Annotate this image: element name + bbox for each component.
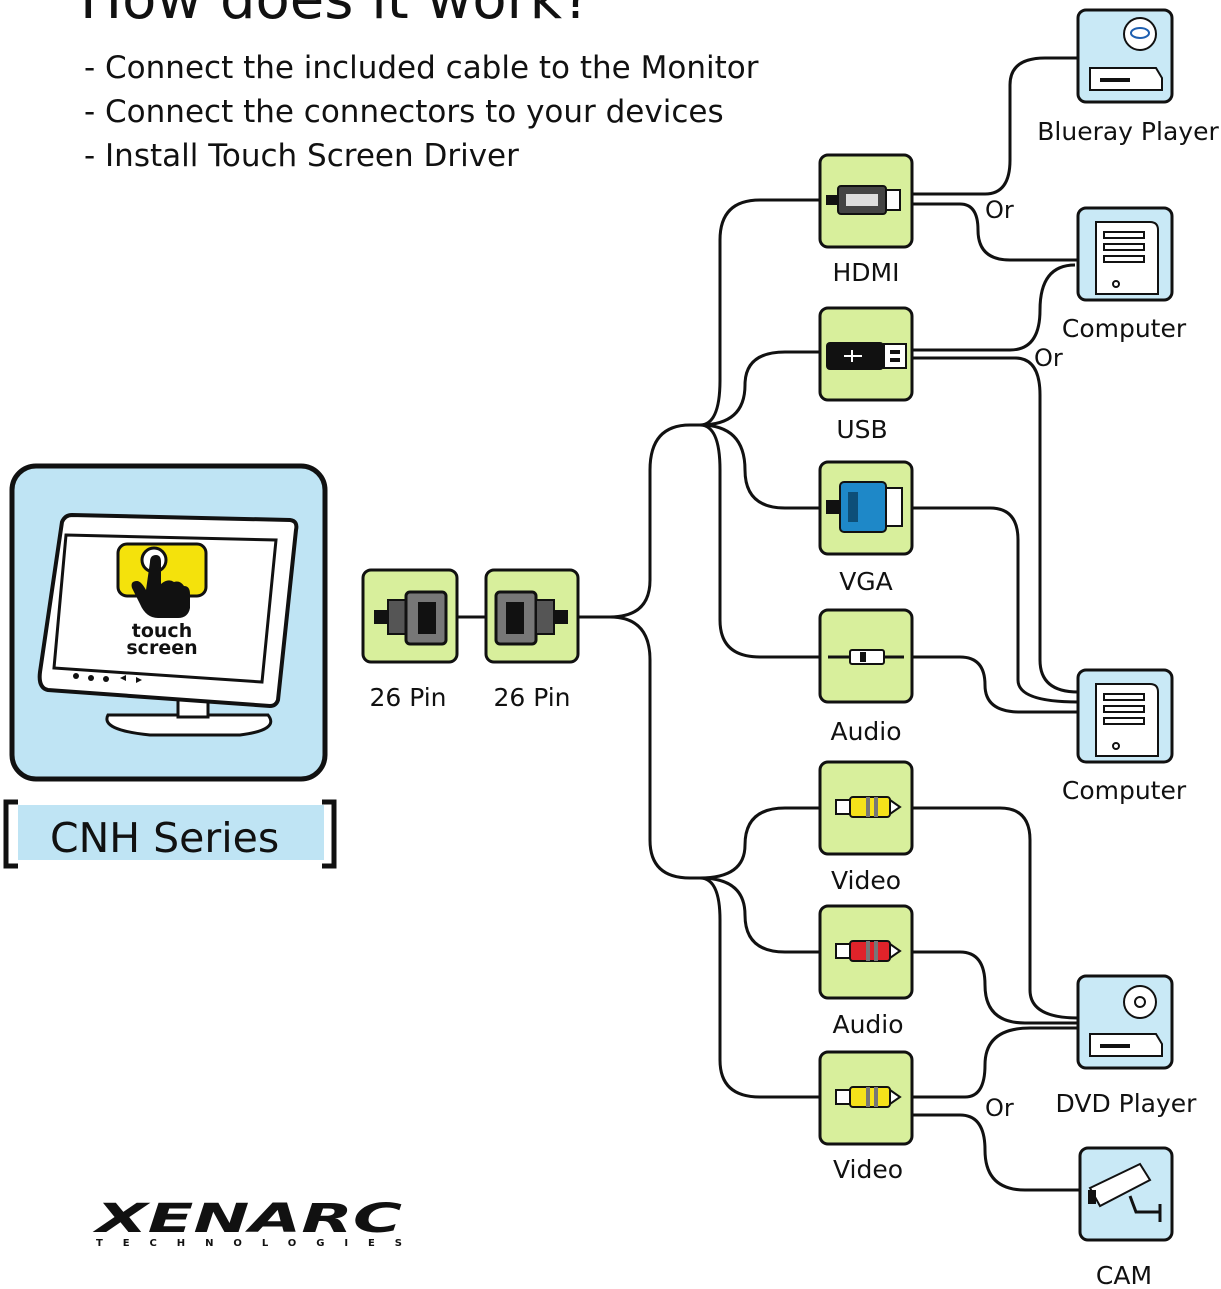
series-label: CNH Series [3, 799, 337, 869]
device-computer-top: Computer [1062, 206, 1187, 343]
connector-hdmi: HDMI [818, 153, 914, 287]
page-title: How does it work? [80, 0, 592, 32]
instruction-step: - Connect the connectors to your devices [84, 94, 724, 130]
brand-logo: XENARC TECHNOLOGIES [91, 1196, 402, 1249]
screen-label: touch [132, 620, 192, 642]
connector-usb: USB [818, 306, 914, 444]
computer-tower-icon [1095, 221, 1159, 295]
connector-label: HDMI [833, 258, 900, 287]
26pin-plug-icon [374, 590, 448, 646]
screen-label: screen [126, 637, 197, 659]
security-camera-icon [1088, 1162, 1162, 1222]
connector-label: Video [833, 1155, 903, 1184]
connector-video-top: Video [818, 760, 914, 895]
rca-yellow-icon [835, 1086, 902, 1108]
or-label: Or [985, 1094, 1014, 1122]
device-label: Blueray Player [1037, 117, 1219, 146]
connector-label: Audio [830, 717, 901, 746]
brand-name: XENARC [91, 1196, 402, 1242]
instruction-step: - Connect the included cable to the Moni… [84, 50, 759, 86]
hdmi-plug-icon [826, 185, 901, 215]
vga-plug-icon [826, 481, 903, 533]
connector-vga: VGA [818, 460, 914, 596]
device-dvd: DVD Player [1056, 974, 1198, 1118]
monitor-panel: touch screen [9, 463, 328, 782]
connector-label: Video [831, 866, 901, 895]
dvd-player-icon [1089, 985, 1163, 1057]
pin-label: 26 Pin [369, 683, 446, 712]
bluray-player-icon [1089, 17, 1163, 91]
device-computer-bottom: Computer [1062, 668, 1187, 805]
device-label: Computer [1062, 776, 1187, 805]
or-label: Or [985, 196, 1014, 224]
instruction-step: - Install Touch Screen Driver [84, 138, 519, 174]
connector-label: Audio [832, 1010, 903, 1039]
connector-label: VGA [839, 567, 893, 596]
device-cam: CAM [1078, 1146, 1174, 1289]
pin-label: 26 Pin [493, 683, 570, 712]
series-name: CNH Series [50, 814, 279, 862]
rca-yellow-icon [835, 796, 902, 818]
device-label: CAM [1096, 1261, 1152, 1289]
connection-wires [458, 56, 1080, 1192]
pin-connector-right: 26 Pin [484, 568, 580, 712]
device-label: Computer [1062, 314, 1187, 343]
connector-audio-rca: Audio [818, 904, 914, 1039]
usb-plug-icon [826, 342, 907, 370]
connector-audio: Audio [818, 608, 914, 746]
device-bluray: Blueray Player [1037, 8, 1219, 146]
26pin-plug-icon [494, 590, 568, 646]
or-label: Or [1034, 344, 1063, 372]
touch-hand-icon [116, 542, 208, 618]
rca-red-icon [835, 940, 902, 962]
connector-video-bottom: Video [818, 1050, 914, 1184]
connector-label: USB [836, 415, 887, 444]
pin-connector-left: 26 Pin [361, 568, 459, 712]
computer-tower-icon [1095, 683, 1159, 757]
device-label: DVD Player [1056, 1089, 1198, 1118]
audio-jack-icon [828, 649, 904, 665]
